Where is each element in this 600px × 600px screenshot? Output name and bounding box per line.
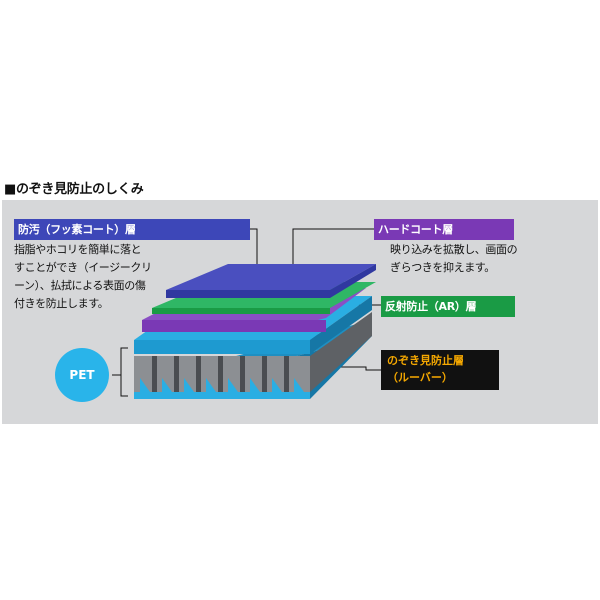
antifouling-desc-line: 指脂やホコリを簡単に落と: [14, 243, 142, 256]
hardcoat-desc-line: 映り込みを拡散し、画面の: [390, 243, 518, 256]
ar-label: 反射防止（AR）層: [381, 296, 515, 317]
antifouling-layer: [166, 264, 376, 298]
antifouling-desc-line: 付きを防止します。: [14, 297, 109, 310]
hardcoat-label: ハードコート層: [374, 219, 514, 240]
antifouling-desc-line: ーン）、払拭による表面の傷: [14, 279, 146, 292]
louver-label: のぞき見防止層 （ルーバー）: [381, 350, 499, 390]
louver-layer: [134, 312, 372, 392]
pet-label: PET: [55, 348, 109, 402]
louver-dividers: [152, 356, 289, 392]
pet-bracket: [120, 347, 128, 397]
hardcoat-desc-line: ぎらつきを抑えます。: [390, 261, 495, 274]
antifouling-description: 指脂やホコリを簡単に落と すことができ（イージークリ ーン）、払拭による表面の傷…: [14, 241, 152, 313]
antifouling-desc-line: すことができ（イージークリ: [14, 261, 152, 274]
louver-label-line1: のぞき見防止層: [387, 354, 464, 367]
section-heading: ■のぞき見防止のしくみ: [4, 182, 144, 197]
antifouling-label: 防汚（フッ素コート）層: [14, 219, 250, 240]
louver-slats: [140, 378, 304, 392]
louver-label-line2: （ルーバー）: [387, 371, 453, 384]
hardcoat-description: 映り込みを拡散し、画面の ぎらつきを抑えます。: [390, 241, 518, 277]
